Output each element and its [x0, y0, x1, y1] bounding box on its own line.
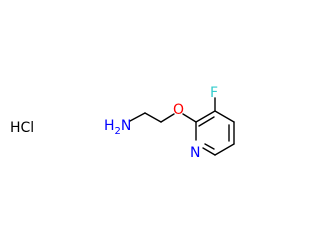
amine-h: H	[104, 118, 115, 134]
molecule-structure: HCl H2N O F N	[10, 85, 235, 161]
fluorine-label: F	[210, 85, 218, 101]
bond-ring-c2-c3-inner	[198, 116, 215, 127]
bonds	[129, 97, 235, 156]
bond-c2-o	[160, 113, 175, 123]
bond-ring-c3-c4	[214, 110, 235, 123]
bond-ring-c6-n-inner	[204, 143, 215, 150]
ether-oxygen-label: O	[173, 102, 184, 118]
bond-n-c1	[129, 112, 146, 122]
bond-ring-c6-n	[202, 147, 216, 156]
amine-label: H2N	[104, 118, 131, 137]
bond-o-c2ring	[182, 113, 197, 123]
bond-c1-c2	[144, 112, 162, 123]
structure-canvas: HCl H2N O F N	[10, 85, 235, 161]
ring-nitrogen-label: N	[190, 145, 200, 161]
bond-ring-c5-c6	[214, 143, 235, 156]
amine-subscript: 2	[115, 126, 121, 137]
atom-labels: HCl H2N O F N	[10, 85, 218, 161]
bond-ring-c2-c3	[195, 110, 216, 123]
amine-n: N	[121, 118, 131, 134]
salt-label: HCl	[10, 120, 34, 136]
